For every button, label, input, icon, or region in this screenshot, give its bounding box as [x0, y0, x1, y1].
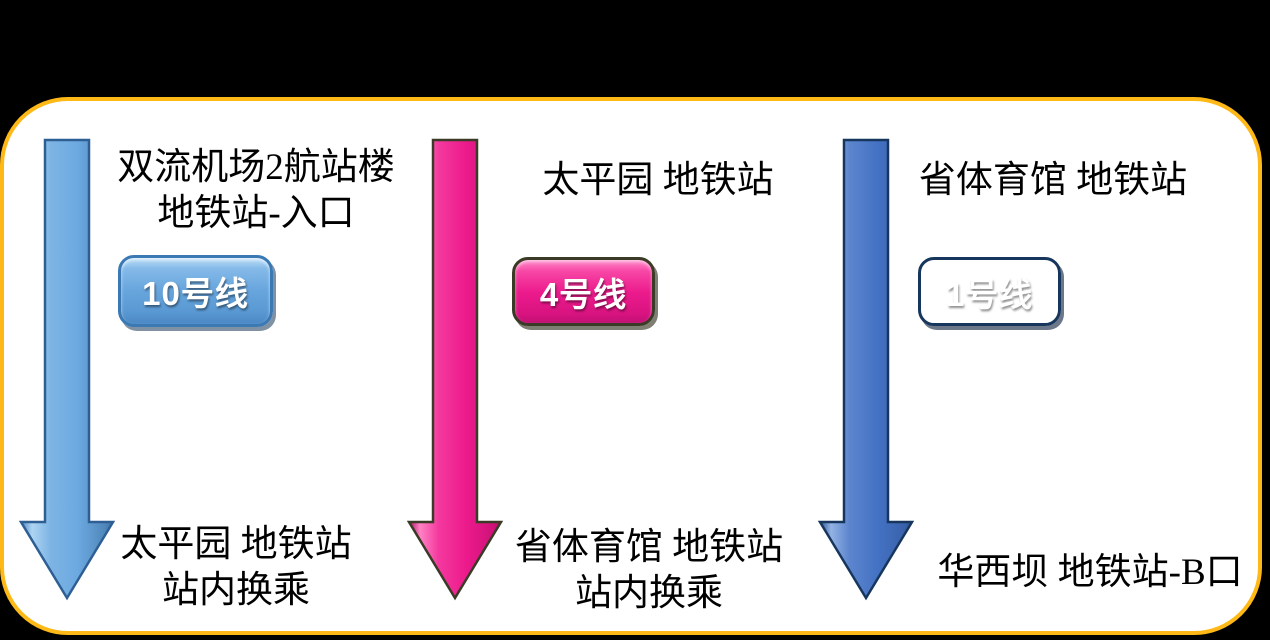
start-station-label: 太平园 地铁站	[508, 158, 808, 204]
metro-line-label: 10号线	[142, 275, 249, 312]
down-arrow-icon	[406, 138, 504, 601]
metro-line-label: 4号线	[539, 275, 628, 313]
end-station-line2: 站内换乘	[162, 570, 310, 611]
end-station-label: 华西坝 地铁站-B口	[910, 550, 1270, 596]
start-station-line1: 双流机场2航站楼	[117, 147, 395, 188]
start-station-line1: 省体育馆 地铁站	[918, 160, 1188, 201]
metro-line-badge: 4号线	[512, 257, 655, 326]
start-station-line2: 地铁站-入口	[157, 193, 355, 234]
end-station-line1: 华西坝 地铁站-B口	[937, 552, 1243, 593]
end-station-line2: 站内换乘	[575, 573, 723, 614]
down-arrow-icon	[18, 138, 116, 601]
end-station-line1: 太平园 地铁站	[120, 524, 352, 565]
start-station-line1: 太平园 地铁站	[542, 160, 774, 201]
metro-line-badge: 1号线	[918, 257, 1061, 326]
metro-line-badge: 10号线	[118, 255, 273, 327]
end-station-label: 省体育馆 地铁站 站内换乘	[494, 525, 804, 617]
end-station-line1: 省体育馆 地铁站	[514, 527, 784, 568]
route-panel	[0, 97, 1262, 635]
start-station-label: 双流机场2航站楼 地铁站-入口	[101, 145, 411, 237]
metro-line-label: 1号线	[945, 275, 1034, 313]
down-arrow-icon	[817, 138, 915, 601]
end-station-label: 太平园 地铁站 站内换乘	[96, 522, 376, 614]
start-station-label: 省体育馆 地铁站	[903, 158, 1203, 204]
